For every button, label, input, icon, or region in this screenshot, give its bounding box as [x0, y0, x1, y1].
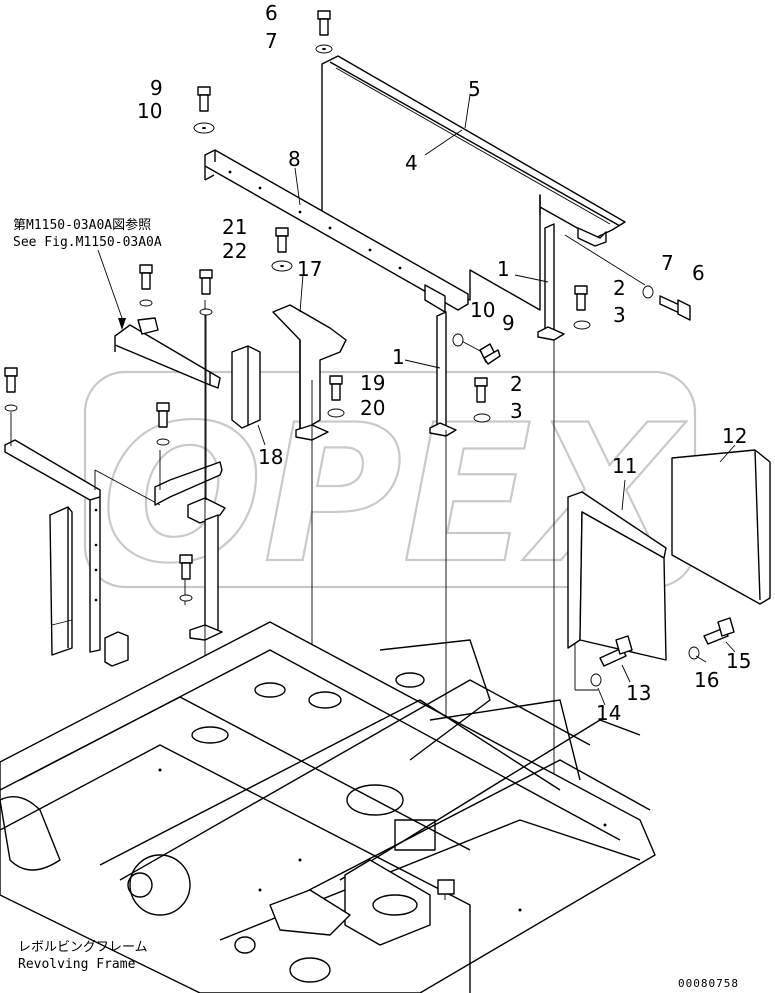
callout-3-right: 3 — [613, 303, 626, 327]
bolt-9-top — [197, 86, 211, 112]
washer-20 — [327, 408, 345, 418]
callout-11: 11 — [612, 454, 637, 478]
drawing-code: 00080758 — [678, 977, 739, 990]
callout-13: 13 — [626, 681, 651, 705]
bolt-9-side — [455, 337, 501, 365]
callout-5: 5 — [468, 77, 481, 101]
washer-3-mid — [473, 413, 491, 423]
callout-1-center: 1 — [392, 345, 405, 369]
washer-10-top — [193, 122, 215, 134]
part-11-bracket — [567, 491, 667, 691]
callout-7-side: 7 — [661, 251, 674, 275]
ref-bolts — [4, 264, 213, 602]
bolt-6-top — [317, 10, 331, 36]
part-1-post-right — [537, 223, 565, 780]
callouts: 6 7 5 4 9 10 8 21 22 17 1 7 6 2 3 10 9 1… — [137, 1, 751, 725]
washer-3-right — [573, 320, 591, 330]
callout-15: 15 — [726, 649, 751, 673]
bolt-6-side — [564, 234, 691, 321]
callout-18: 18 — [258, 445, 283, 469]
part-12-plate — [671, 449, 771, 605]
part-1-post-center — [429, 311, 457, 880]
callout-6-side: 6 — [692, 261, 705, 285]
bolt-19 — [329, 375, 343, 401]
reference-note-jp: 第M1150-03A0A図参照 — [13, 217, 151, 233]
left-side-bracket — [4, 439, 161, 653]
bolt-2-right — [574, 285, 588, 311]
callout-21: 21 — [222, 215, 247, 239]
frame-label-en: Revolving Frame — [18, 957, 136, 972]
callout-14: 14 — [596, 701, 621, 725]
left-post — [49, 506, 129, 667]
washer-10-side — [452, 333, 464, 347]
callout-7-top: 7 — [265, 29, 278, 53]
reference-note-en: See Fig.M1150-03A0A — [13, 235, 162, 250]
bolt-21 — [275, 227, 289, 253]
leader-lines — [97, 94, 736, 706]
callout-8: 8 — [288, 147, 301, 171]
part-8-bracket — [204, 149, 469, 313]
callout-10-side: 10 — [470, 298, 495, 322]
callout-2-mid: 2 — [510, 372, 523, 396]
washer-7-top — [315, 44, 333, 54]
callout-3-mid: 3 — [510, 399, 523, 423]
callout-16: 16 — [694, 668, 719, 692]
callout-20: 20 — [360, 396, 385, 420]
callout-22: 22 — [222, 239, 247, 263]
part-17-bracket — [272, 304, 347, 650]
callout-10-top: 10 — [137, 99, 162, 123]
callout-9-side: 9 — [502, 311, 515, 335]
washer-7-side — [642, 285, 654, 299]
bolt-2-mid — [474, 377, 488, 403]
callout-2-right: 2 — [613, 276, 626, 300]
frame-label-jp: レボルビングフレーム — [18, 940, 148, 955]
callout-17: 17 — [297, 257, 322, 281]
callout-1-right: 1 — [497, 257, 510, 281]
reference-bracket — [114, 317, 221, 389]
callout-4: 4 — [405, 151, 418, 175]
callout-19: 19 — [360, 371, 385, 395]
callout-6-top: 6 — [265, 1, 278, 25]
callout-12: 12 — [722, 424, 747, 448]
callout-9-top: 9 — [150, 76, 163, 100]
bolt-15 — [703, 617, 735, 645]
bolt-13 — [599, 635, 633, 667]
part-18-block — [231, 345, 261, 429]
revolving-frame — [0, 621, 656, 993]
washer-22 — [271, 260, 293, 272]
washer-14 — [590, 673, 602, 687]
